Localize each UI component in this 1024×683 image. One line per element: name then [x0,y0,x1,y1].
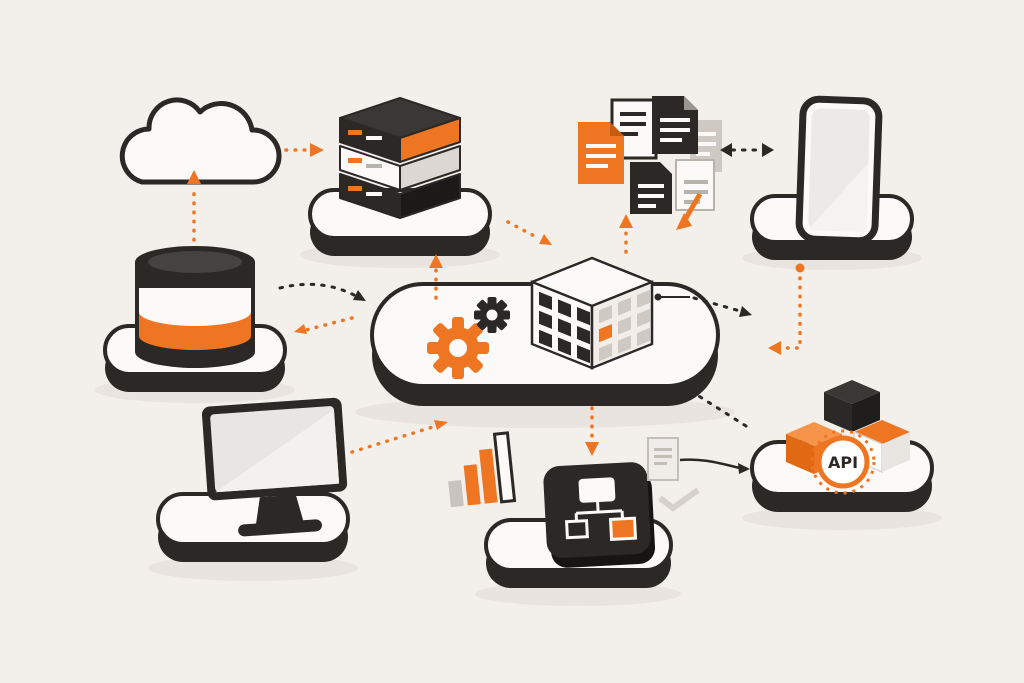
arrowhead [739,306,752,317]
arrow-platform-to-documents [619,214,633,254]
arrowhead [434,420,448,430]
badge-circle [816,435,870,489]
arrow-database-to-cloud [187,170,201,242]
connector-dot [795,263,805,273]
check-icon [658,487,700,512]
arrow-document-to-api [679,458,750,474]
arrow-documents-phone-sync [720,143,774,157]
arrow-phone-to-platform [768,263,805,355]
arrowhead [762,143,774,157]
gear-small-icon [474,297,510,333]
document-icon [578,122,624,184]
arrowhead [585,442,599,456]
bar [479,448,498,504]
small-document-node [647,437,700,512]
smartphone-node [750,95,914,260]
module-cube-grid-icon [530,256,654,370]
bar [448,479,464,508]
arrowhead [768,341,781,355]
platform-top [156,492,350,546]
badge-ring [810,429,876,495]
connector-line [654,293,690,301]
document-icon [630,162,672,214]
api-gateway-node: API [750,380,934,512]
database-node [103,246,287,392]
bar-chart-icon [448,431,517,508]
arrow-api-to-platform [682,386,748,428]
document-icon [647,437,679,481]
server-node [308,97,492,256]
api-badge: API [810,429,876,495]
arrowhead [720,143,732,157]
arrowhead [353,290,366,301]
arrow-platform-to-database [294,316,354,334]
cloud-node [119,97,282,185]
arrow-database-to-platform [278,282,366,301]
arrowhead [294,324,307,334]
bar [463,464,481,506]
arrowhead [682,386,695,398]
arrowhead [738,463,750,474]
bar [492,431,517,504]
arrow-documents-to-platform [506,220,552,245]
orange-corner-arrow-icon [676,192,703,230]
arrowhead [310,143,324,157]
smartphone-icon [795,95,883,245]
arrowhead [619,214,633,228]
server-stack-icon [339,97,461,219]
flowchart-tile-icon [543,462,656,568]
arrowhead [429,254,443,268]
arrow-platform-to-server [429,254,443,300]
arrow-monitor-to-platform [350,420,448,454]
arrow-platform-to-workflow [585,406,599,456]
arrowhead [187,170,201,184]
processing-platform-node [370,256,720,406]
arrow-platform-to-phone [692,296,752,317]
arrowhead [539,234,552,245]
monitor-node [156,397,350,562]
database-cylinder-icon [135,246,255,368]
arrow-cloud-to-server [284,143,324,157]
cloud-icon [119,97,282,185]
api-label: API [828,453,858,472]
desktop-monitor-icon [201,397,348,537]
documents-cluster-icon [578,96,722,230]
gear-large-icon [427,317,489,379]
document-icon [652,96,698,154]
workflow-node [484,462,673,588]
